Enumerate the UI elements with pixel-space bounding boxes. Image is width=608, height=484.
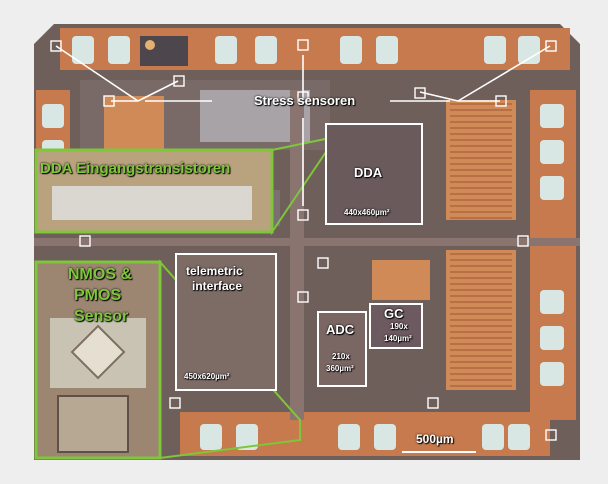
adc-size-line2: 360µm²	[326, 364, 354, 373]
gc-size-line1: 190x	[390, 322, 408, 331]
dda-inset-fingers	[52, 186, 252, 220]
scale-label: 500µm	[416, 432, 454, 446]
stress-sensor-markers	[50, 39, 557, 441]
telemetric-label-line2: interface	[192, 279, 243, 293]
top-pad-ring	[60, 28, 570, 70]
adc-block	[317, 311, 367, 387]
corner-bevel	[34, 24, 54, 44]
stress-sensors-label: Stress sensoren	[254, 93, 356, 108]
stress-sensor-arrows	[55, 45, 551, 206]
nmos-label-line2: PMOS	[74, 287, 122, 304]
nmos-inset-bottom	[57, 395, 129, 453]
gc-label: GC	[384, 306, 404, 321]
gc-size-line2: 140µm²	[384, 334, 412, 343]
nmos-inset-diamond	[70, 324, 126, 380]
nmos-label-line3: Sensor	[74, 308, 129, 325]
right-bank-stripes	[450, 103, 512, 387]
right-pad-column	[530, 90, 576, 420]
dda-size-label: 440x460µm²	[344, 208, 390, 217]
bottom-pad-row	[180, 412, 550, 456]
dda-label: DDA	[354, 165, 383, 180]
telemetric-block	[175, 253, 277, 391]
telemetric-label-line1: telemetric	[186, 264, 243, 278]
dda-block	[325, 123, 423, 225]
adc-size-line1: 210x	[332, 352, 350, 361]
gc-block	[369, 303, 423, 349]
dda-inset-label: DDA Eingangstransistoren	[40, 160, 231, 177]
telemetric-size-label: 450x620µm²	[184, 372, 230, 381]
nmos-label-line1: NMOS &	[68, 266, 132, 283]
adc-label: ADC	[326, 322, 355, 337]
